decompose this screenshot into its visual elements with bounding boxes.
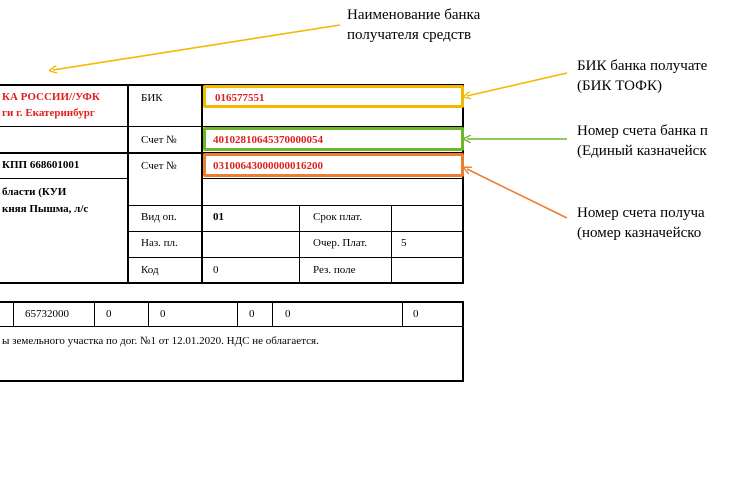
naz-pl-label: Наз. пл.: [141, 237, 178, 249]
arrow-bank-name: [53, 24, 341, 70]
tax-table-right-border: [462, 301, 464, 382]
bank-name-line-1: КА РОССИИ//УФК: [2, 91, 100, 103]
arrow-bik: [467, 72, 568, 96]
form-row-line-6: [127, 231, 463, 232]
tax-col-line-4: [237, 301, 238, 327]
annotation-bank-account: Номер счета банка п (Единый казначейск: [577, 123, 708, 159]
bik-label: БИК: [141, 92, 163, 104]
recipient-line-1: бласти (КУИ: [2, 186, 67, 198]
tax-table-bottom-border: [0, 380, 464, 382]
form-divider-4: [391, 205, 392, 283]
tax-col-line-3: [148, 301, 149, 327]
tax-field-5: 0: [285, 308, 291, 320]
account-label-1: Счет №: [141, 134, 177, 146]
form-row-line-7: [127, 257, 463, 258]
annotation-recipient-account: Номер счета получа (номер казначейско: [577, 205, 705, 241]
recipient-account-highlight: [203, 153, 464, 177]
account-value-1: 40102810645370000054: [213, 134, 323, 146]
kod-label: Код: [141, 264, 159, 276]
account-value-2: 03100643000000016200: [213, 160, 323, 172]
tax-field-4: 0: [249, 308, 255, 320]
tax-table-row-line: [0, 326, 464, 327]
tax-field-6: 0: [413, 308, 419, 320]
tax-col-line-6: [402, 301, 403, 327]
form-divider-3: [299, 205, 300, 283]
bank-account-highlight: [203, 127, 464, 151]
form-row-line-4: [201, 178, 463, 179]
annotation-bik: БИК банка получате (БИК ТОФК): [577, 58, 708, 94]
bank-name-line-2: ги г. Екатеринбург: [2, 107, 95, 119]
form-row-line-5: [127, 205, 463, 206]
res-pole-label: Рез. поле: [313, 264, 356, 276]
form-divider-2: [201, 84, 203, 283]
form-right-border: [462, 84, 464, 283]
tax-field-2: 0: [106, 308, 112, 320]
srok-plat-label: Срок плат.: [313, 211, 363, 223]
tax-col-line-2: [94, 301, 95, 327]
annotation-bank-name: Наименование банка получателя средств: [347, 7, 481, 43]
form-row-line-1: [0, 126, 464, 127]
tax-table-top-border: [0, 301, 464, 303]
form-row-line-3: [0, 178, 128, 179]
ocher-plat-label: Очер. Плат.: [313, 237, 368, 249]
form-top-border: [0, 84, 464, 86]
kod-value: 0: [213, 264, 219, 276]
tax-oktmo: 65732000: [25, 308, 69, 320]
bik-highlight: [203, 85, 464, 108]
account-label-2: Счет №: [141, 160, 177, 172]
vid-op-value: 01: [213, 211, 224, 223]
payment-purpose: ы земельного участка по дог. №1 от 12.01…: [2, 335, 319, 347]
form-divider-1: [127, 84, 129, 283]
vid-op-label: Вид оп.: [141, 211, 177, 223]
form-bottom-border: [0, 282, 464, 284]
arrow-recipient-account: [467, 169, 568, 219]
bik-value: 016577551: [215, 92, 265, 104]
ocher-plat-value: 5: [401, 237, 407, 249]
tax-col-line-1: [13, 301, 14, 327]
tax-field-3: 0: [160, 308, 166, 320]
recipient-line-2: княя Пышма, л/с: [2, 203, 89, 215]
tax-col-line-5: [272, 301, 273, 327]
kpp-label: КПП 668601001: [2, 159, 80, 171]
form-row-line-2: [0, 152, 464, 154]
